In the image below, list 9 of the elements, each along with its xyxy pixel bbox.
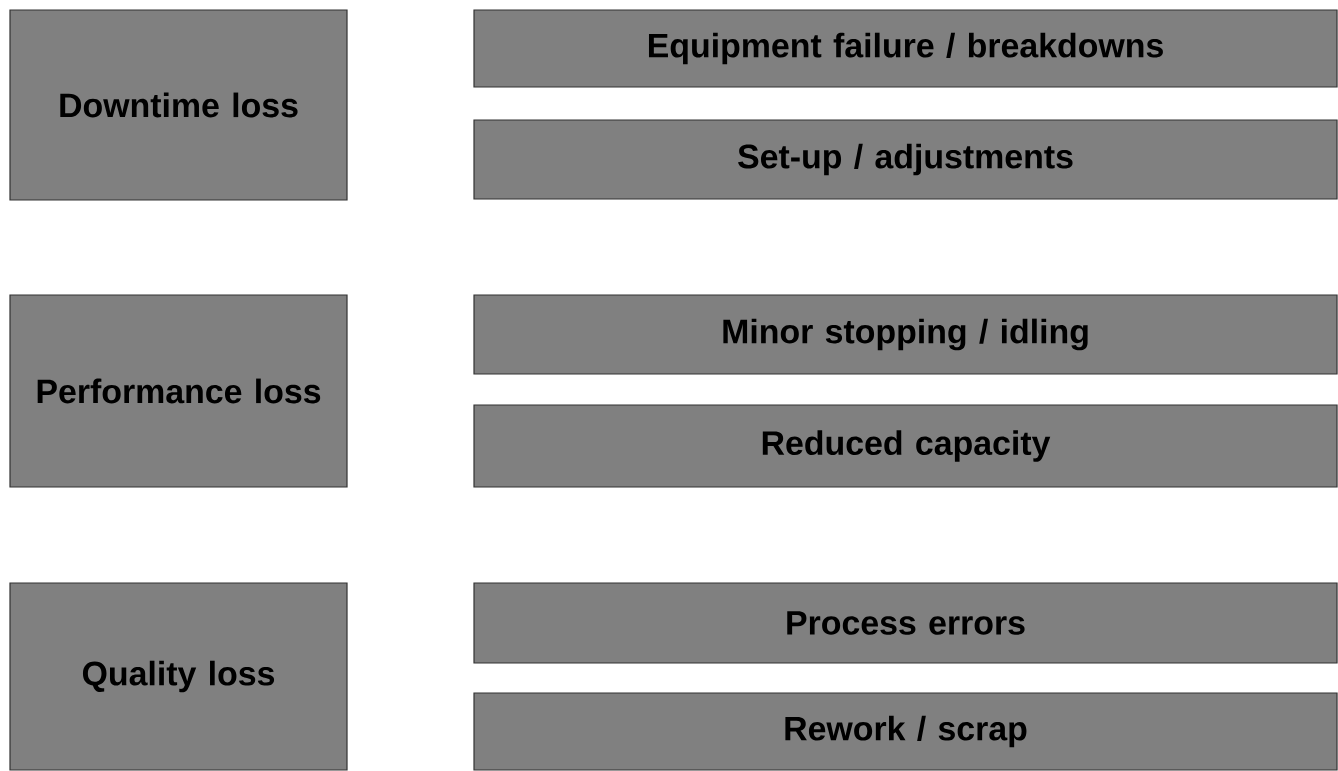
cause-box: Minor stopping / idling <box>473 294 1338 375</box>
category-box: Quality loss <box>9 582 348 771</box>
cause-box: Rework / scrap <box>473 692 1338 771</box>
cause-box: Set-up / adjustments <box>473 119 1338 200</box>
cause-box: Process errors <box>473 582 1338 664</box>
cause-box: Equipment failure / breakdowns <box>473 9 1338 88</box>
category-box: Performance loss <box>9 294 348 488</box>
cause-box: Reduced capacity <box>473 404 1338 488</box>
category-box: Downtime loss <box>9 9 348 201</box>
